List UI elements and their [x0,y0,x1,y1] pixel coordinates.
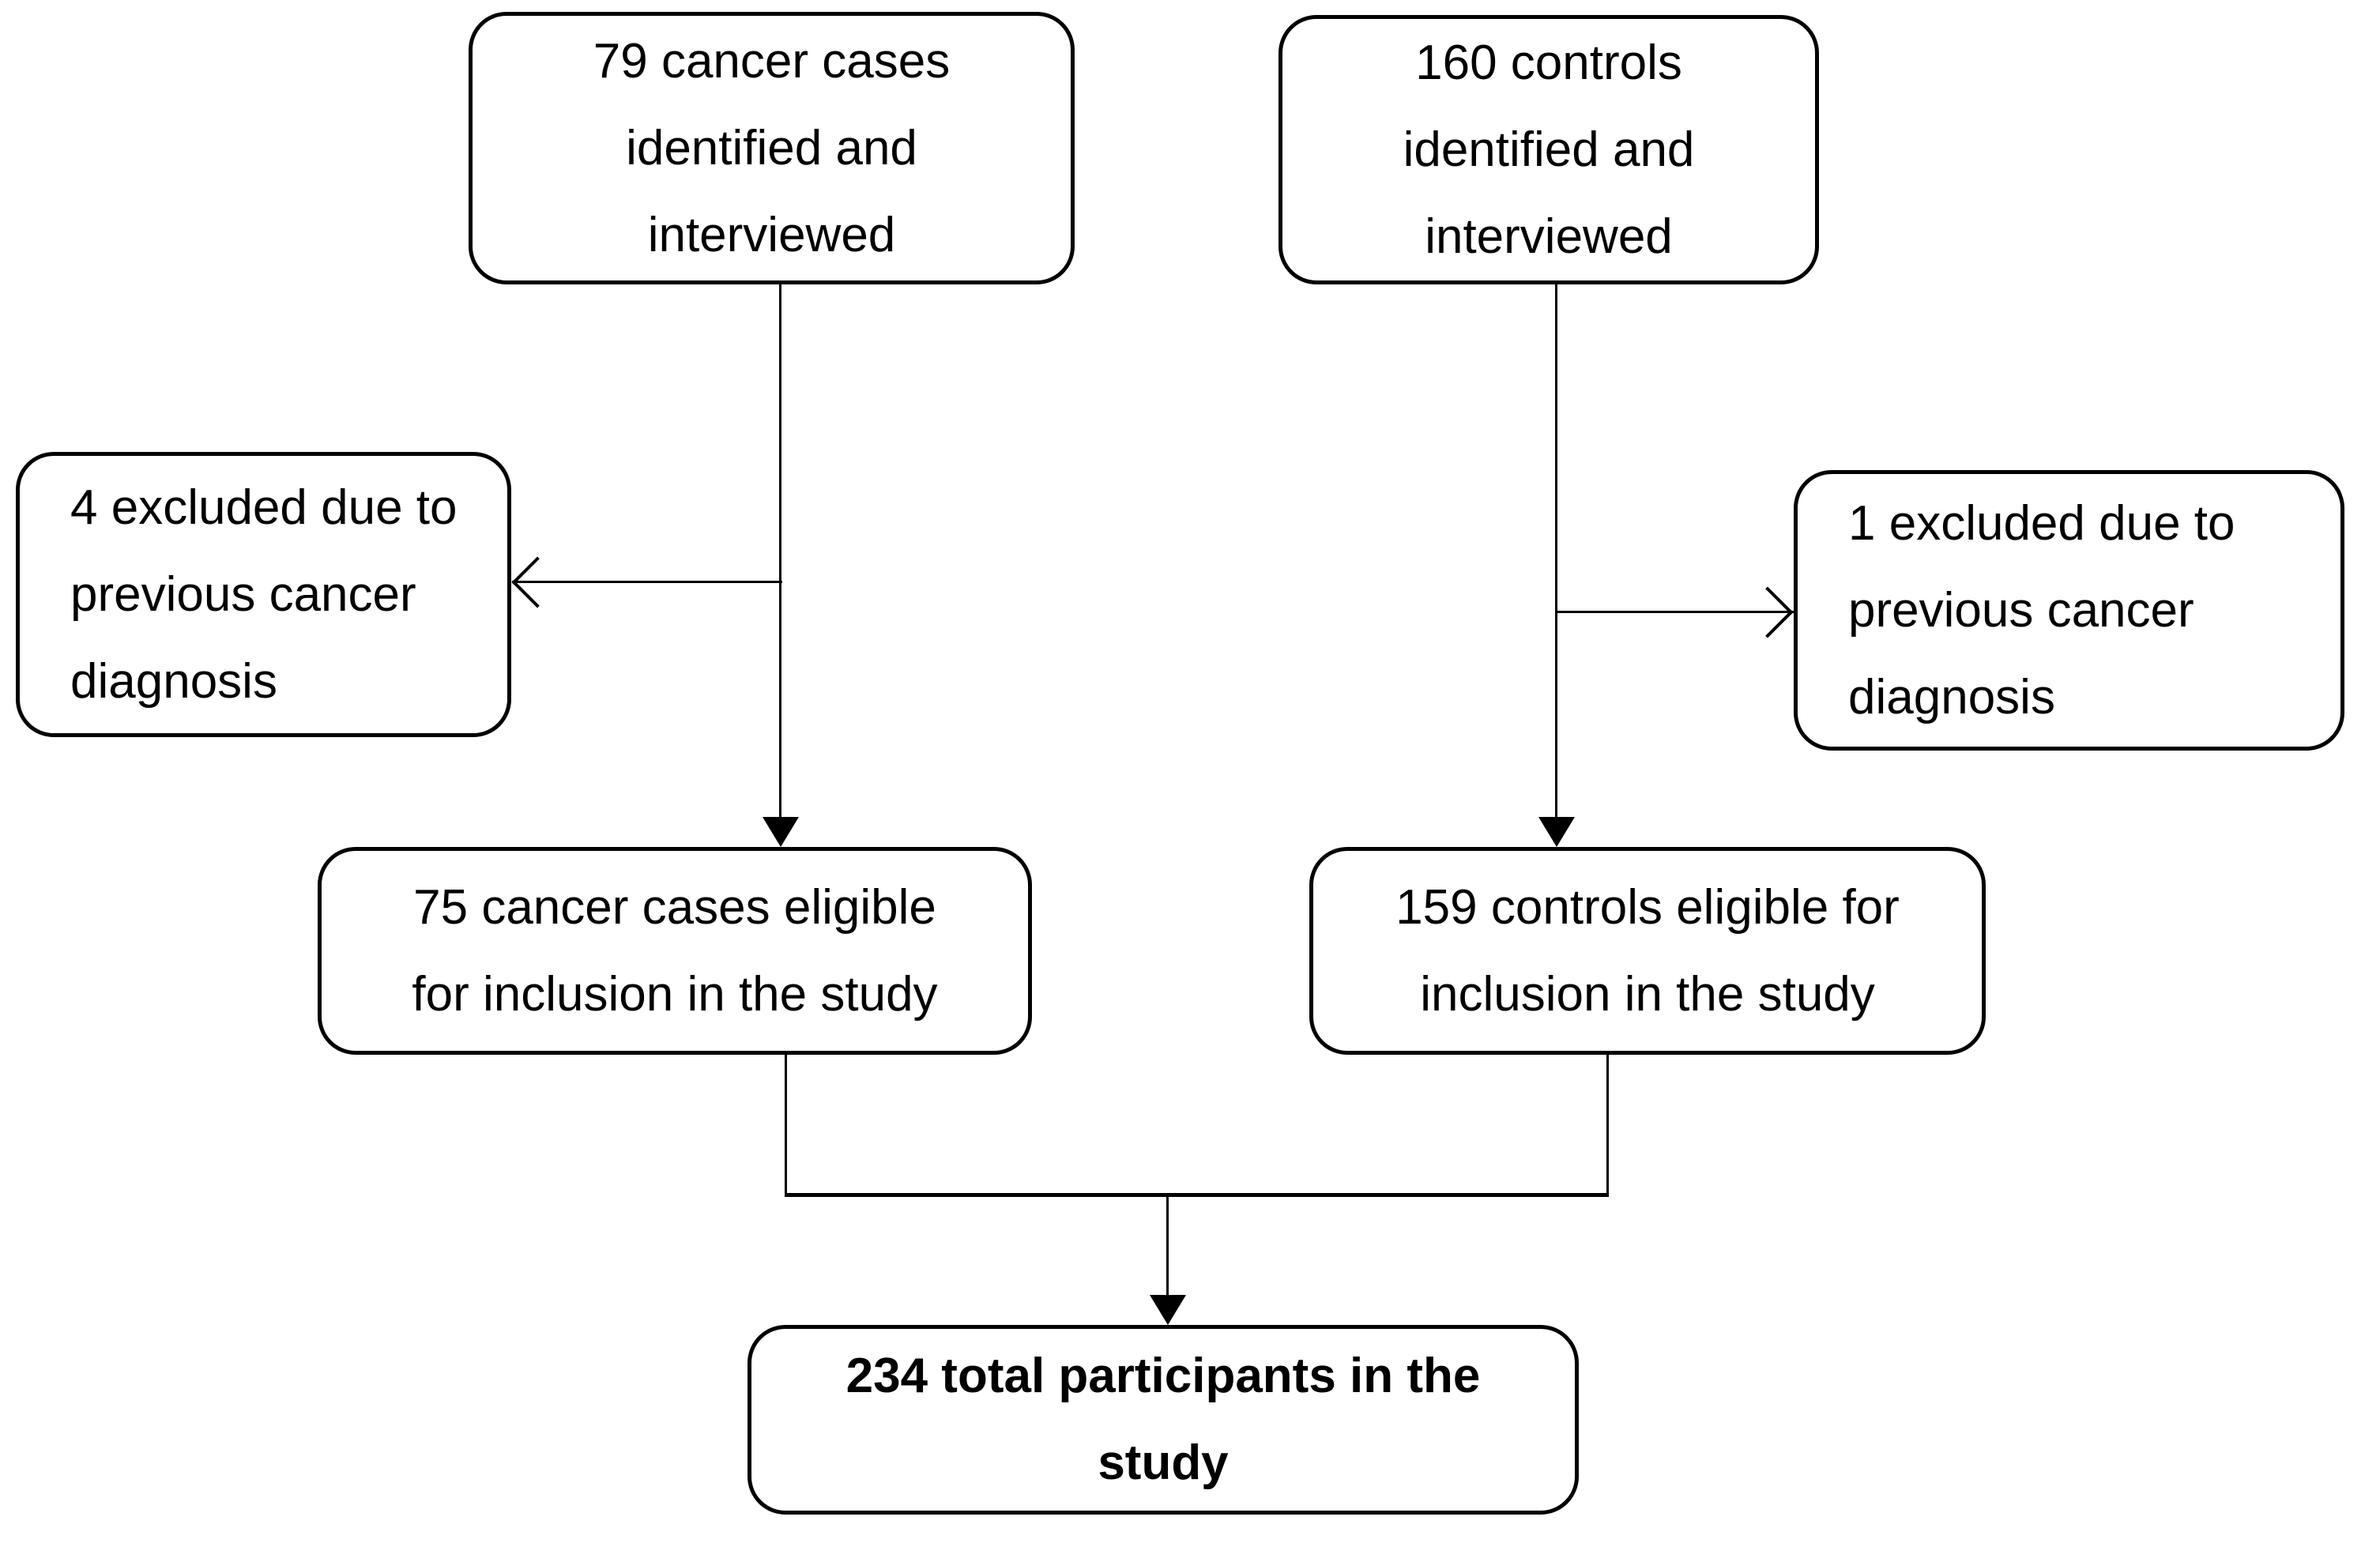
node-text-line: 234 total participants in the [845,1349,1481,1403]
node-text-line: previous cancer [70,566,416,622]
node-text-line: 159 controls eligible for [1395,879,1900,935]
arrow-down-icon [1538,817,1575,847]
connector-total-vertical [1166,1197,1169,1296]
node-text-line: previous cancer [1848,582,2194,638]
node-text-line: 4 excluded due to [70,480,458,535]
node-text-line: interviewed [1425,209,1673,264]
connector-merge-left [785,1055,787,1197]
node-total-participants: 234 total participants in the study [748,1325,1579,1515]
node-text-line: 79 cancer cases [593,33,951,88]
arrow-down-icon [763,817,799,847]
node-text-line: 75 cancer cases eligible [413,879,936,935]
connector-cases-excluded-branch [512,581,782,583]
node-text-line: diagnosis [70,653,277,709]
node-text-line: identified and [1403,122,1695,177]
node-cases-eligible: 75 cancer cases eligible for inclusion i… [318,847,1032,1055]
node-cases-excluded: 4 excluded due to previous cancer diagno… [16,452,511,737]
node-controls-eligible: 159 controls eligible for inclusion in t… [1309,847,1986,1055]
arrow-right-icon [1742,586,1794,638]
node-controls-excluded: 1 excluded due to previous cancer diagno… [1794,470,2344,751]
node-text-line: diagnosis [1848,669,2055,724]
node-text-line: study [1098,1436,1229,1490]
node-text-line: 1 excluded due to [1848,495,2235,551]
arrow-down-icon [1150,1295,1186,1325]
connector-controls-excluded-branch [1557,611,1794,613]
connector-merge-right [1606,1055,1609,1197]
node-controls-identified: 160 controls identified and interviewed [1278,15,1819,284]
arrow-left-icon [511,556,563,608]
node-text-line: 160 controls [1415,35,1682,90]
node-text-line: identified and [626,120,917,175]
node-text-line: for inclusion in the study [412,966,938,1022]
node-cases-identified: 79 cancer cases identified and interview… [469,12,1075,284]
connector-merge-horizontal [785,1193,1609,1197]
node-text-line: inclusion in the study [1420,966,1875,1022]
node-text-line: interviewed [647,207,896,262]
connector-cases-vertical [779,284,781,819]
connector-controls-vertical [1555,284,1557,819]
